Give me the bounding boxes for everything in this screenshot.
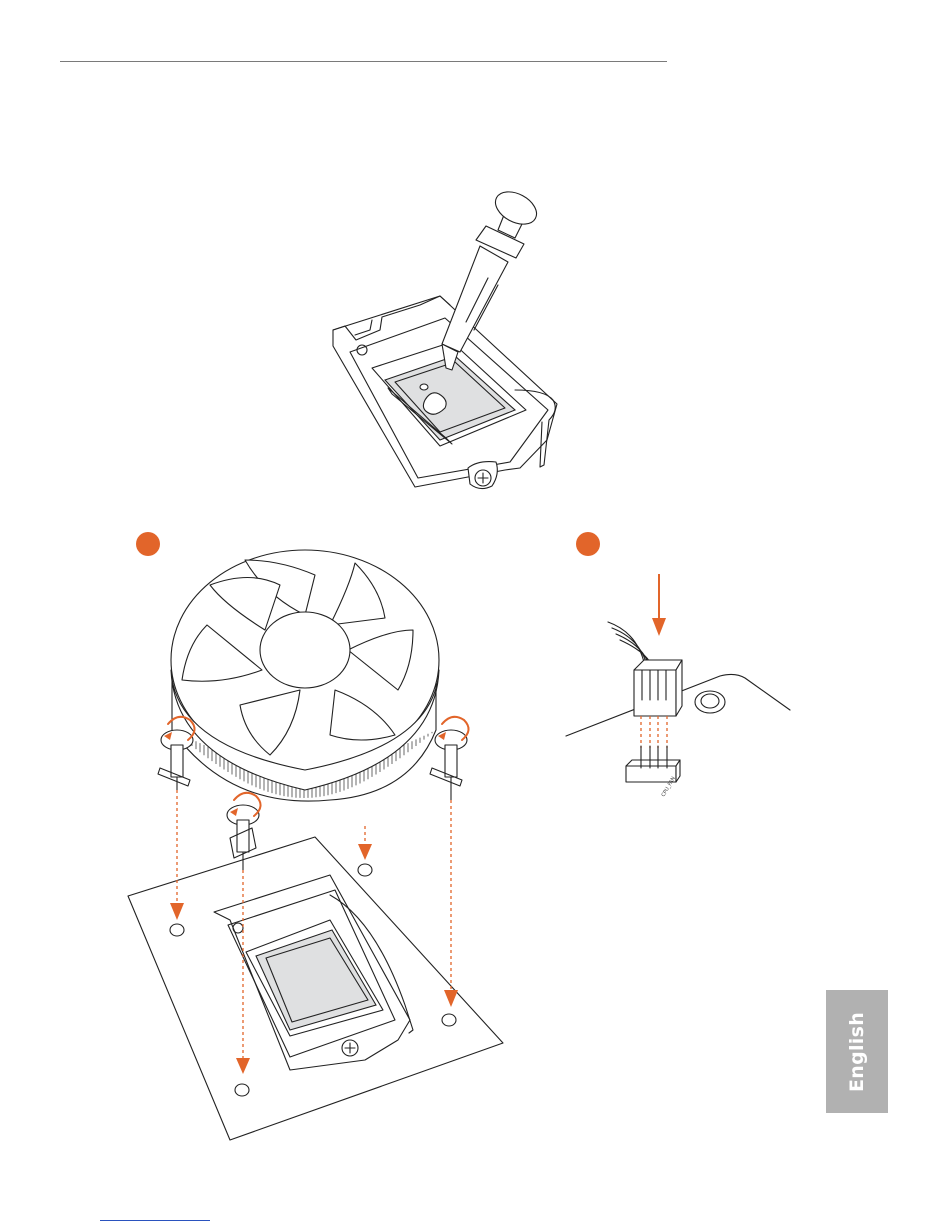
- mount-hole: [235, 1084, 249, 1096]
- mount-hole: [358, 864, 372, 876]
- fan-hub: [260, 612, 350, 688]
- fan-cable-figure: CPU_FAN: [566, 532, 790, 798]
- language-label: English: [846, 1011, 868, 1091]
- syringe-icon: [442, 185, 542, 370]
- fan-connector: [634, 670, 676, 716]
- arrow-down-icon: [652, 618, 666, 636]
- thermal-paste-figure: [333, 185, 557, 488]
- footer-link-underline: [100, 1220, 210, 1221]
- cooler-figure: [128, 532, 503, 1140]
- mount-hole: [170, 924, 184, 936]
- language-tab: English: [826, 990, 888, 1113]
- mount-hole: [442, 1014, 456, 1026]
- step-marker-left: [136, 532, 160, 556]
- step-marker-right: [576, 532, 600, 556]
